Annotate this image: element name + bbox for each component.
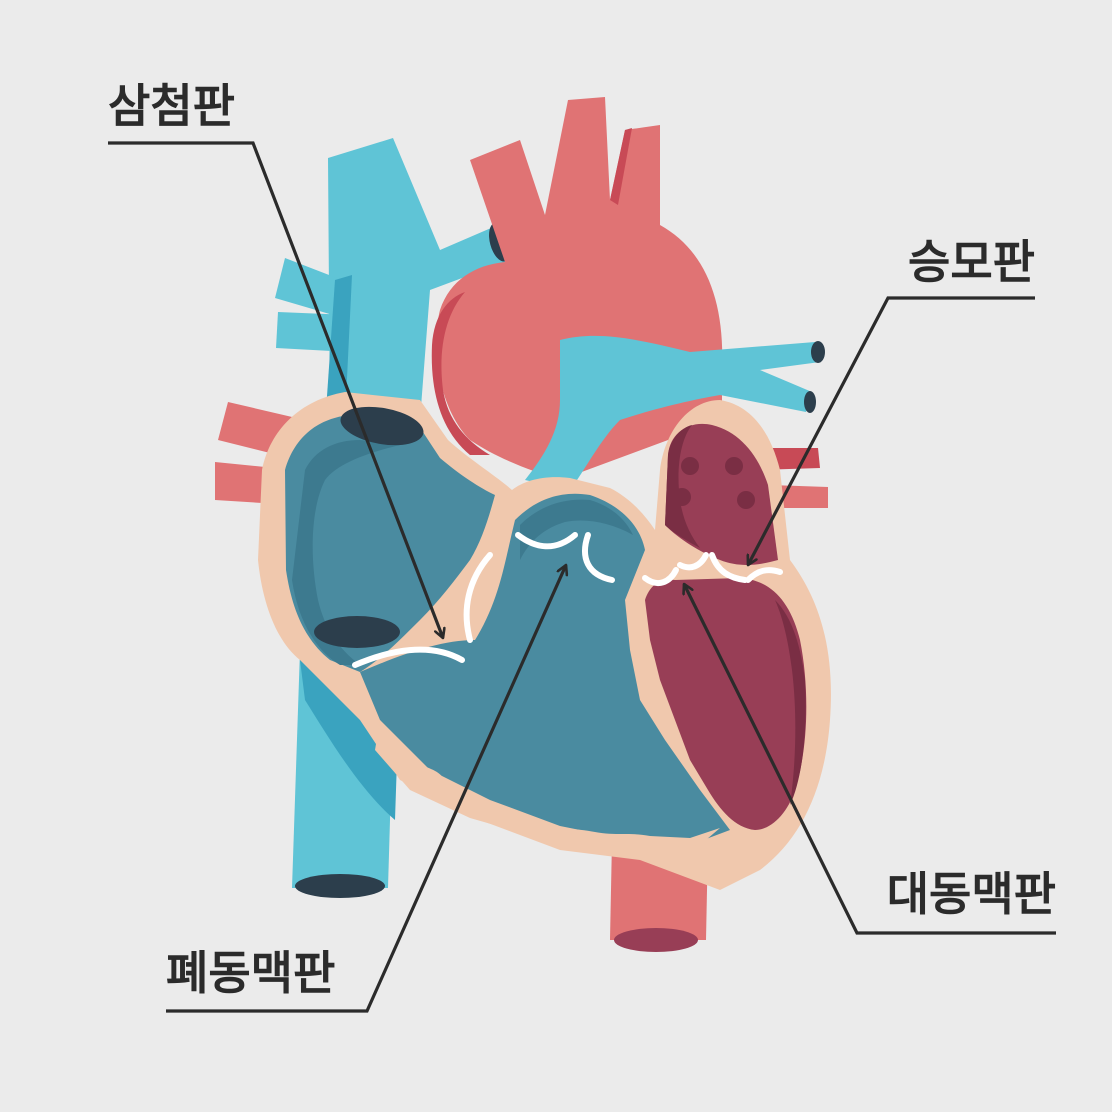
aortic-leader <box>684 584 1056 935</box>
tricuspid-leader <box>108 141 443 638</box>
right-ventricle-shadow <box>520 499 633 560</box>
aortic-label: 대동맥판 <box>887 867 1056 921</box>
right-ventricle-trabeculae <box>375 720 720 850</box>
left-ventricle <box>645 578 807 830</box>
pulmonary-vein-opening-3 <box>673 488 691 506</box>
mitral-valve <box>709 552 783 583</box>
pulmonary-valve <box>515 532 615 583</box>
pulmonary-vein-opening-2 <box>725 457 743 475</box>
mitral-label: 승모판 <box>908 235 1035 289</box>
left-ventricle-shadow <box>775 600 806 805</box>
tricuspid-label: 삼첨판 <box>108 79 235 133</box>
pulmonary-artery <box>525 335 820 490</box>
left-pulmonary-vein-lower <box>770 485 828 508</box>
svc-opening <box>340 406 424 446</box>
coronary-sinus-opening <box>314 616 400 648</box>
left-atrium-shadow <box>665 425 700 548</box>
right-atrium <box>285 415 495 672</box>
pulmonary-artery-right-opening <box>811 341 825 363</box>
aorta-shadow <box>431 292 490 455</box>
ivc-opening <box>295 874 385 898</box>
tricuspid-valve <box>352 552 493 668</box>
right-atrium-shadow <box>292 440 400 665</box>
pulmonary-vein-opening-1 <box>681 457 699 475</box>
pulmonary-leader <box>166 565 566 1013</box>
superior-vena-cava <box>328 138 505 430</box>
pulmonary-vein-opening-4 <box>737 491 755 509</box>
descending-aorta-opening <box>614 928 698 952</box>
aortic-valve <box>642 552 709 587</box>
aorta-branch-shadow <box>610 128 632 205</box>
pulmonary-label: 폐동맥판 <box>166 946 335 1000</box>
mitral-leader <box>748 296 1035 565</box>
right-ventricle <box>360 493 730 845</box>
pulmonary-artery-lower-opening <box>804 391 816 413</box>
